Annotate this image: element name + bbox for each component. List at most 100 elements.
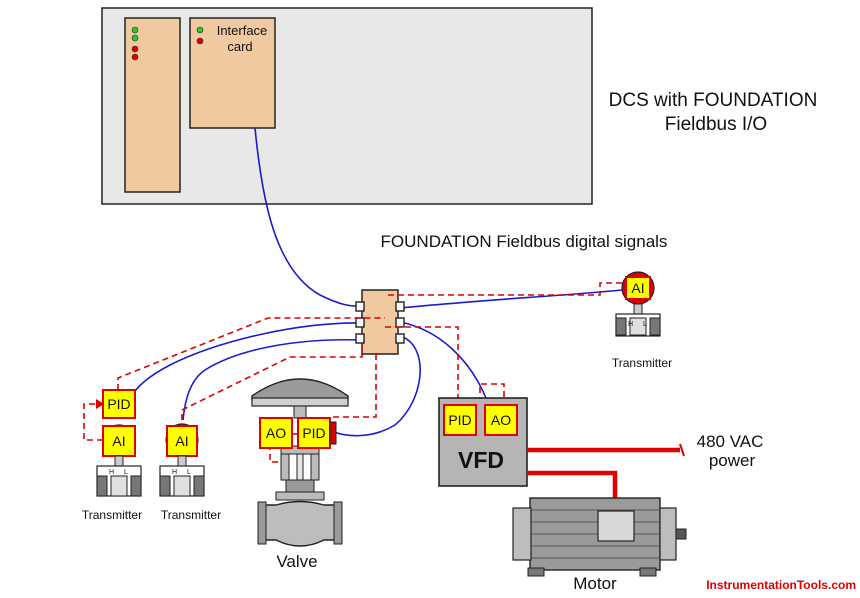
valve-yoke-right [310, 453, 320, 481]
transmitter-capsule [629, 317, 647, 336]
motor-end-bell-left [512, 507, 532, 561]
valve-actuator-flange [251, 397, 349, 407]
valve-yoke-left [280, 453, 290, 481]
function-block-ao-label: AO [491, 412, 511, 428]
led-red-icon [131, 45, 139, 53]
port-label-low: L [643, 321, 647, 328]
dcs-trunk-cable [254, 127, 363, 308]
motor-shaft [675, 528, 687, 540]
port-label-low: L [124, 469, 128, 476]
function-block-ai-label: AI [175, 433, 188, 449]
led-red-icon [131, 53, 139, 61]
function-block-ai [102, 425, 136, 457]
dcs-title-line-1: DCS with FOUNDATION [609, 90, 818, 111]
transmitter-left: PID AI H L Transmitter [82, 389, 142, 522]
transmitter-middle: AI H L Transmitter [159, 423, 221, 522]
function-block-ai-label: AI [112, 433, 125, 449]
function-block-pid-label: PID [448, 412, 471, 428]
transmitter-capsule [110, 475, 128, 497]
vfd-label: VFD [458, 447, 504, 473]
transmitter-flange-high [615, 317, 627, 336]
port-label-low: L [187, 469, 191, 476]
interface-card-label-1: Interface [217, 23, 268, 38]
interface-card-label-2: card [227, 39, 252, 54]
signal-vfd-pid-to-ao [479, 383, 505, 403]
power-break-icon [679, 443, 685, 457]
power-label-line-2: power [709, 451, 756, 470]
arrowhead-icon [96, 399, 104, 409]
junction-box [355, 289, 405, 355]
cable-to-vfd [399, 321, 487, 399]
cable-to-valve [333, 335, 421, 437]
transmitter-neck [633, 303, 643, 315]
cable-to-pid-left [129, 322, 363, 398]
signal-ai-to-pid-left [83, 403, 103, 441]
valve-yoke-top [293, 405, 307, 419]
transmitter-flange-low [649, 317, 661, 336]
port-label-high: H [172, 469, 177, 476]
transmitter-flange-high [96, 475, 108, 497]
interface-card [189, 17, 276, 129]
transmitter-flange-low [130, 475, 142, 497]
valve-label: Valve [276, 552, 317, 571]
electric-motor: Motor [512, 497, 687, 593]
signal-ai-right [385, 282, 622, 296]
signal-ai-middle [181, 346, 363, 420]
valve-actuator-dome [251, 378, 349, 401]
motor-foot-left [527, 567, 545, 577]
junction-box-body [361, 289, 399, 355]
terminal-left-2 [355, 317, 365, 328]
valve-body [261, 500, 339, 547]
terminal-right-3 [395, 333, 405, 344]
function-block-pid-label: PID [302, 425, 325, 441]
function-block-ai [625, 276, 651, 300]
transmitter-neck [114, 455, 124, 467]
terminal-left-1 [355, 301, 365, 312]
signal-to-vfd-pid [385, 326, 459, 403]
motor-foot-right [639, 567, 657, 577]
function-block-ao [484, 404, 518, 436]
transmitter-capsule [173, 475, 191, 497]
transmitter-label: Transmitter [161, 508, 221, 522]
valve-bonnet [285, 479, 315, 493]
led-green-icon [131, 26, 139, 34]
function-block-ai [166, 425, 198, 457]
terminal-left-3 [355, 333, 365, 344]
valve-positioner-terminal [329, 421, 337, 445]
transmitter-label: Transmitter [82, 508, 142, 522]
cable-to-transmitter-middle [182, 338, 363, 421]
function-block-ao-label: AO [266, 425, 286, 441]
signal-pid-left [117, 317, 385, 390]
function-block-pid [443, 404, 477, 436]
dcs-title-line-2: Fieldbus I/O [665, 114, 767, 135]
transmitter-flange-high [159, 475, 171, 497]
bus-label: FOUNDATION Fieldbus digital signals [381, 232, 668, 251]
transmitter-right: AI H L Transmitter [612, 271, 672, 370]
port-label-high: H [628, 321, 633, 328]
transmitter-flange-low [193, 475, 205, 497]
valve-bonnet-flange [275, 491, 325, 501]
signal-to-valve-pid [330, 354, 377, 418]
function-block-pid-label: PID [107, 396, 130, 412]
terminal-right-1 [395, 301, 405, 312]
dcs-cabinet: Interface card DCS with FOUNDATION Field… [101, 7, 818, 205]
valve-flange-left [257, 501, 267, 545]
port-label-high: H [109, 469, 114, 476]
function-block-ao [259, 417, 293, 449]
control-valve: AO PID Valve [251, 378, 349, 571]
motor-junction-box [597, 510, 635, 542]
function-block-ai-label: AI [631, 280, 644, 296]
valve-flange-right [333, 501, 343, 545]
fieldbus-cables [129, 127, 623, 437]
function-block-pid [297, 417, 331, 449]
led-green-icon [196, 26, 204, 34]
led-red-icon [196, 37, 204, 45]
cable-to-transmitter-right [399, 289, 623, 309]
led-green-icon [131, 34, 139, 42]
dcs-enclosure [101, 7, 593, 205]
transmitter-label: Transmitter [612, 356, 672, 370]
motor-label: Motor [573, 574, 617, 593]
function-block-pid [102, 389, 136, 419]
power-label-line-1: 480 VAC [697, 432, 764, 451]
